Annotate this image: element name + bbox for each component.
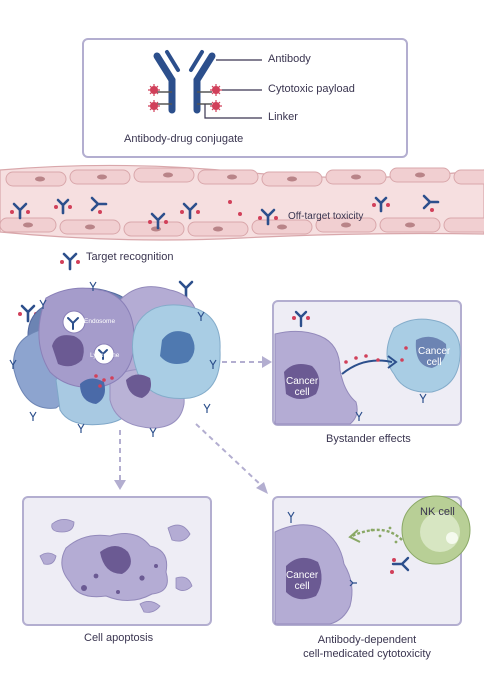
- bystander-cancer-right: Cancer cell: [418, 346, 451, 368]
- offtarget-label: Off-target toxicity: [288, 211, 364, 222]
- payload-label: Cytotoxic payload: [268, 83, 355, 95]
- target-recognition-label: Target recognition: [86, 251, 174, 263]
- bystander-caption: Bystander effects: [326, 433, 411, 445]
- lysosome-label: Lysosome: [90, 352, 120, 359]
- linker-label: Linker: [268, 111, 298, 123]
- adcc-cancer-label: Cancer cell: [286, 570, 319, 592]
- bystander-cancer-left: Cancer cell: [286, 376, 319, 398]
- antibody-label: Antibody: [268, 53, 311, 65]
- nk-cell-label: NK cell: [420, 506, 455, 518]
- adcc-caption-line2: cell-medicated cytotoxicity: [303, 648, 431, 660]
- adc-caption: Antibody-drug conjugate: [124, 133, 244, 145]
- adcc-caption-line1: Antibody-dependent: [317, 634, 417, 646]
- adc-legend-box: [82, 38, 408, 158]
- apoptosis-caption: Cell apoptosis: [84, 632, 154, 644]
- endosome-label: Endosome: [84, 318, 116, 325]
